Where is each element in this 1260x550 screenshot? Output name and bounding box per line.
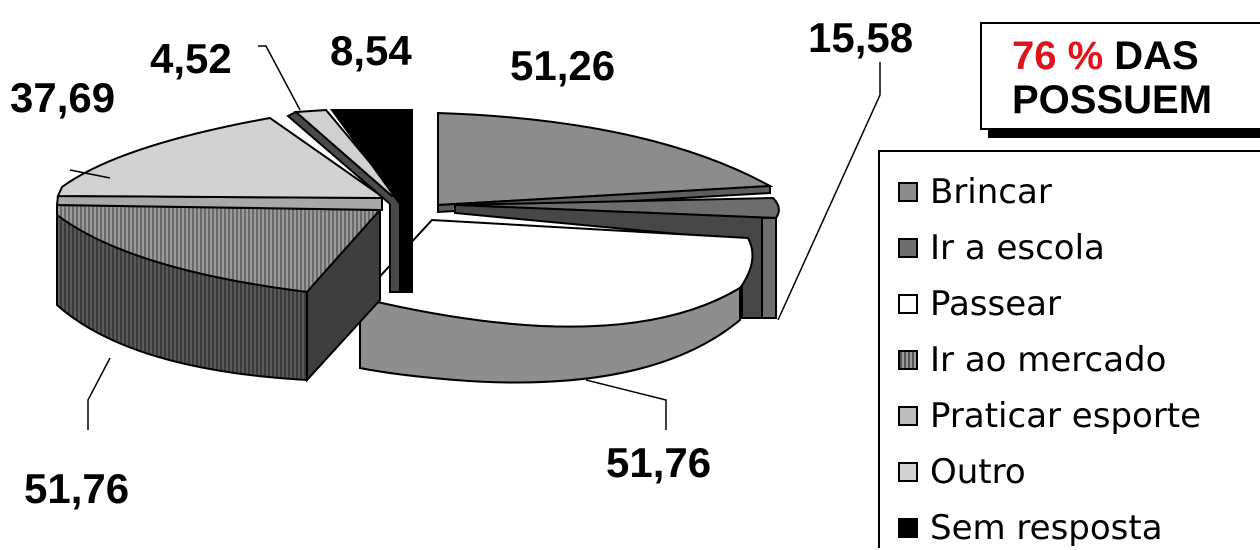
- pie-slice-ir-ao-mercado: [56, 203, 383, 383]
- legend-swatch-brincar: [898, 182, 918, 202]
- legend-item-sem-resposta: Sem resposta: [898, 506, 1163, 550]
- data-label-brincar: 51,26: [510, 42, 615, 89]
- data-label-ir-ao-mercado: 51,76: [24, 465, 129, 512]
- data-label-praticar-esporte: 4,52: [150, 35, 232, 82]
- legend-swatch-passear: [898, 294, 918, 314]
- data-label-sem-resposta: 8,54: [330, 27, 412, 74]
- legend-item-praticar-esporte: Praticar esporte: [898, 394, 1201, 438]
- legend-label-outro: Outro: [930, 452, 1026, 492]
- pie-slice-brincar: [437, 111, 774, 214]
- callout-line-1-rest: DAS: [1103, 34, 1199, 78]
- leader-line-15-58: [777, 62, 881, 321]
- legend-label-sem-resposta: Sem resposta: [930, 508, 1163, 548]
- legend-label-ir-ao-mercado: Ir ao mercado: [930, 340, 1167, 380]
- callout-line-2: POSSUEM: [1012, 78, 1213, 122]
- legend-label-ir-a-escola: Ir a escola: [930, 228, 1105, 268]
- pie-slice-ir-a-escola: [454, 196, 780, 319]
- pie-slice-passear: [358, 218, 754, 384]
- leader-line-4-52: [258, 45, 301, 111]
- legend-item-ir-a-escola: Ir a escola: [898, 226, 1105, 270]
- data-label-passear: 51,76: [606, 439, 711, 486]
- leader-line-51-76-right: [585, 379, 667, 430]
- data-label-ir-a-escola: 15,58: [808, 14, 913, 61]
- leader-lines: [69, 45, 881, 430]
- legend-item-passear: Passear: [898, 282, 1061, 326]
- callout-highlight: 76 %: [1012, 34, 1104, 78]
- callout-line-1: 76 % DAS: [1012, 34, 1260, 78]
- legend-item-ir-ao-mercado: Ir ao mercado: [898, 338, 1166, 382]
- legend-item-brincar: Brincar: [898, 170, 1052, 214]
- leader-line-51-76-left: [87, 357, 111, 430]
- data-label-outro: 37,69: [10, 74, 115, 121]
- legend-swatch-ir-a-escola: [898, 238, 918, 258]
- pie-slice-sem-resposta: [330, 109, 413, 293]
- callout-box: 76 % DAS POSSUEM: [980, 22, 1260, 130]
- legend-swatch-outro: [898, 462, 918, 482]
- legend-label-passear: Passear: [930, 284, 1061, 324]
- legend: Brincar Ir a escola Passear Ir ao mercad…: [878, 150, 1260, 548]
- legend-swatch-praticar-esporte: [898, 406, 918, 426]
- legend-swatch-sem-resposta: [898, 518, 918, 538]
- legend-label-praticar-esporte: Praticar esporte: [930, 396, 1202, 436]
- legend-item-outro: Outro: [898, 450, 1026, 494]
- legend-swatch-ir-ao-mercado: [898, 350, 918, 370]
- legend-label-brincar: Brincar: [930, 172, 1052, 212]
- leader-line-37-69: [69, 169, 111, 179]
